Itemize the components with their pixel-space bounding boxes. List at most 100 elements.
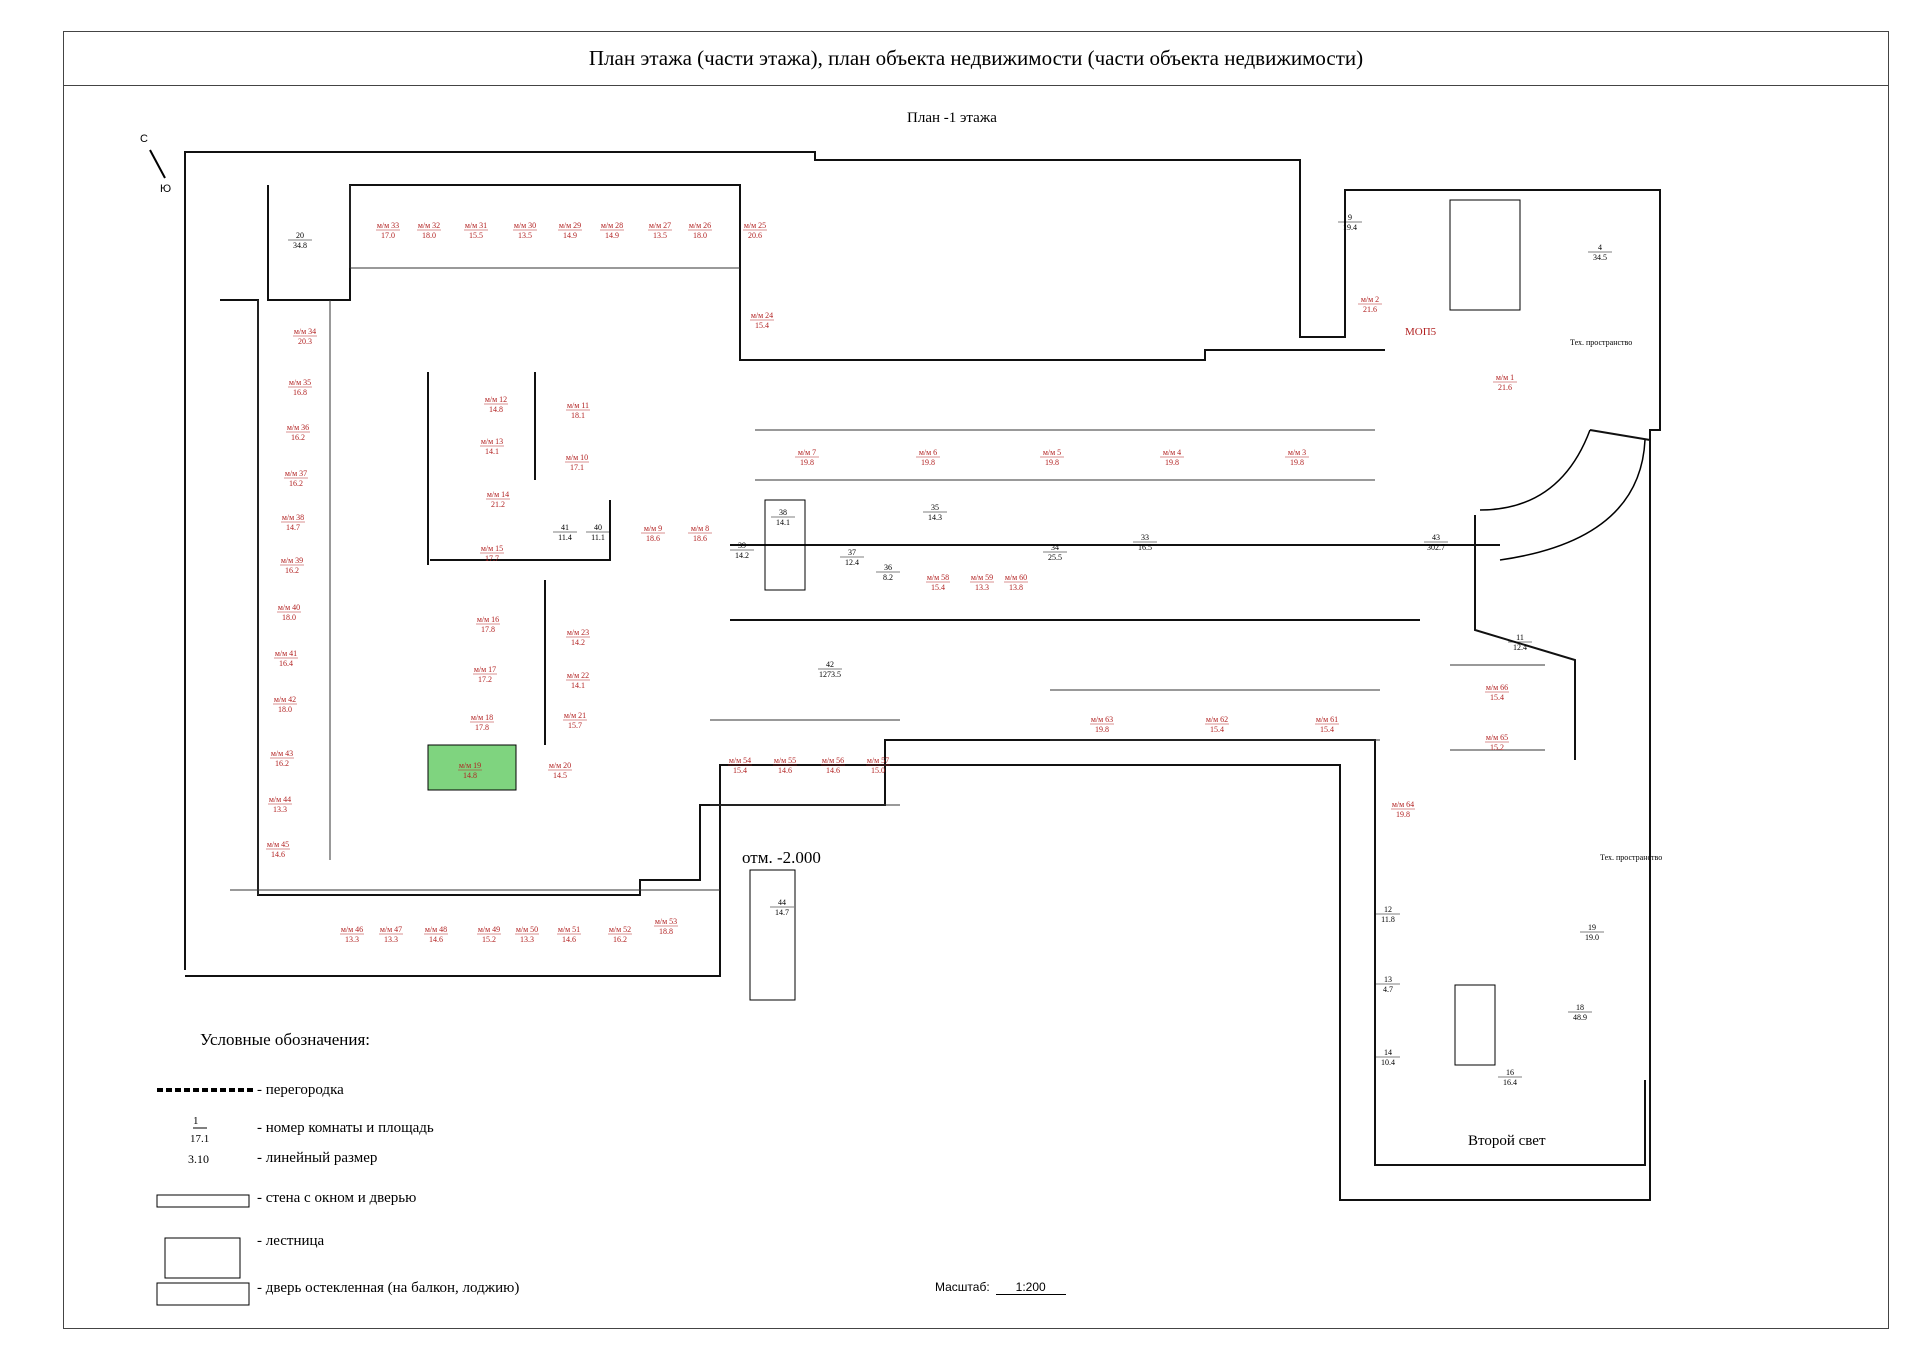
stair-symbol	[164, 1237, 241, 1279]
room-area-m50: 13.3	[520, 935, 534, 944]
room-area-r33: 16.5	[1138, 543, 1152, 552]
room-label-m5: м/м 5	[1043, 448, 1061, 457]
room-area-m5: 19.8	[1045, 458, 1059, 467]
room-area-m3: 19.8	[1290, 458, 1304, 467]
room-area-m23: 14.2	[571, 638, 585, 647]
legend-item-stairs: - лестница	[257, 1233, 325, 1249]
legend-item-wall: - стена с окном и дверью	[257, 1190, 417, 1206]
room-label-m37: м/м 37	[285, 469, 307, 478]
second-light-label: Второй свет	[1468, 1133, 1546, 1149]
plan-title: План -1 этажа	[907, 110, 997, 126]
room-area-r19: 19.0	[1585, 933, 1599, 942]
room-label-m58: м/м 58	[927, 573, 949, 582]
room-label-r37: 37	[848, 548, 856, 557]
room-area-m12: 14.8	[489, 405, 503, 414]
room-label-r40: 40	[594, 523, 602, 532]
room-label-m41: м/м 41	[275, 649, 297, 658]
compass-icon: С Ю	[140, 133, 171, 195]
room-label-m61: м/м 61	[1316, 715, 1338, 724]
room-area-m43: 16.2	[275, 759, 289, 768]
room-area-r4: 34.5	[1593, 253, 1607, 262]
room-label-m32: м/м 32	[418, 221, 440, 230]
room-label-r12: 12	[1384, 905, 1392, 914]
room-label-r33: 33	[1141, 533, 1149, 542]
room-area-r43: 302.7	[1427, 543, 1445, 552]
room-area-m38: 14.7	[286, 523, 300, 532]
compass-north: С	[140, 133, 148, 145]
room-label-m60: м/м 60	[1005, 573, 1027, 582]
room-area-m21: 15.7	[568, 721, 582, 730]
room-label-m23: м/м 23	[567, 628, 589, 637]
room-area-m18: 17.8	[475, 723, 489, 732]
room-label-r19: 19	[1588, 923, 1596, 932]
room-area-r44: 14.7	[775, 908, 789, 917]
room-label-r44: 44	[778, 898, 786, 907]
room-area-r40: 11.1	[591, 533, 605, 542]
room-label-m64: м/м 64	[1392, 800, 1414, 809]
room-area-m54: 15.4	[733, 766, 747, 775]
room-area-m46: 13.3	[345, 935, 359, 944]
room-label-m44: м/м 44	[269, 795, 291, 804]
room-label-m50: м/м 50	[516, 925, 538, 934]
room-label-r13: 13	[1384, 975, 1392, 984]
building-outline	[184, 151, 1661, 1201]
room-label-m35: м/м 35	[289, 378, 311, 387]
room-area-m59: 13.3	[975, 583, 989, 592]
room-label-m51: м/м 51	[558, 925, 580, 934]
room-area-m60: 13.8	[1009, 583, 1023, 592]
room-area-r14: 10.4	[1381, 1058, 1395, 1067]
room-label-m65: м/м 65	[1486, 733, 1508, 742]
room-area-m53: 18.8	[659, 927, 673, 936]
room-area-r9: 19.4	[1343, 223, 1357, 232]
room-label-m55: м/м 55	[774, 756, 796, 765]
room-area-r13: 4.7	[1383, 985, 1393, 994]
room-label-m54: м/м 54	[729, 756, 751, 765]
legend-sample-num: 1	[193, 1115, 199, 1127]
room-area-m65: 15.2	[1490, 743, 1504, 752]
room-area-m56: 14.6	[826, 766, 840, 775]
room-label-m42: м/м 42	[274, 695, 296, 704]
tech-space-label-2: Тех. пространство	[1600, 853, 1662, 862]
room-area-m9: 18.6	[646, 534, 660, 543]
room-label-m1: м/м 1	[1496, 373, 1514, 382]
room-label-m25: м/м 25	[744, 221, 766, 230]
room-area-r41: 11.4	[558, 533, 572, 542]
room-label-m33: м/м 33	[377, 221, 399, 230]
room-area-m29: 14.9	[563, 231, 577, 240]
room-area-m48: 14.6	[429, 935, 443, 944]
room-area-m37: 16.2	[289, 479, 303, 488]
ramp-curve	[1479, 429, 1591, 511]
highlighted-room[interactable]	[427, 744, 517, 791]
room-label-r39: 39	[738, 541, 746, 550]
room-label-r18: 18	[1576, 1003, 1584, 1012]
room-label-m16: м/м 16	[477, 615, 499, 624]
room-area-m22: 14.1	[571, 681, 585, 690]
room-area-m24: 15.4	[755, 321, 769, 330]
room-label-m48: м/м 48	[425, 925, 447, 934]
room-label-m24: м/м 24	[751, 311, 773, 320]
legend-item-partition: - перегородка	[257, 1082, 344, 1098]
room-area-m25: 20.6	[748, 231, 762, 240]
room-label-r11: 11	[1516, 633, 1524, 642]
room-label-m57: м/м 57	[867, 756, 889, 765]
room-label-m49: м/м 49	[478, 925, 500, 934]
room-area-m62: 15.4	[1210, 725, 1224, 734]
room-label-m59: м/м 59	[971, 573, 993, 582]
mop-label: МОП5	[1405, 326, 1437, 338]
room-area-r36: 8.2	[883, 573, 893, 582]
room-label-r20: 20	[296, 231, 304, 240]
room-area-m52: 16.2	[613, 935, 627, 944]
service-room-labels: 2034.8421273.543302.73425.53316.53514.33…	[288, 213, 1612, 1087]
room-area-m39: 16.2	[285, 566, 299, 575]
room-area-m45: 14.6	[271, 850, 285, 859]
room-area-m55: 14.6	[778, 766, 792, 775]
room-label-r43: 43	[1432, 533, 1440, 542]
room-area-m58: 15.4	[931, 583, 945, 592]
room-label-r35: 35	[931, 503, 939, 512]
legend-title: Условные обозначения:	[200, 1030, 371, 1049]
room-label-m14: м/м 14	[487, 490, 509, 499]
room-area-m36: 16.2	[291, 433, 305, 442]
room-area-m17: 17.2	[478, 675, 492, 684]
room-area-m57: 15.0	[871, 766, 885, 775]
